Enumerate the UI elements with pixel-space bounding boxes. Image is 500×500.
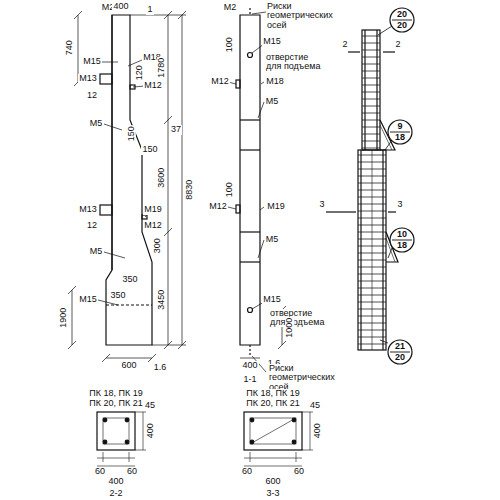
drawing-label: M5 [265,235,280,244]
drawing-label: 8830 [185,179,194,201]
callout-number: 9 [387,122,413,131]
drawing-label: M15 [262,37,282,46]
drawing-label: M15 [78,295,98,304]
drawing-label: ПК 20, ПК 21 [88,399,143,408]
drawing-label: M13 [78,205,98,214]
drawing-label: 3 [396,200,403,209]
callout-circle: 2120 [387,339,413,365]
drawing-label: 60 [94,467,106,476]
drawing-label: M12 [143,221,163,230]
callout-number: 10 [389,230,415,239]
drawing-label: M2 [223,3,238,12]
drawing-label: ПК 18, ПК 19 [88,389,143,398]
drawing-label: отверстие для подъема [265,53,323,72]
drawing-label: 2 [341,40,348,49]
drawing-label: 45 [144,401,156,410]
drawing-label: ПК 20, ПК 21 [245,399,300,408]
drawing-label: 1.6 [153,363,168,372]
drawing-label: M15 [82,57,102,66]
drawing-label: 60 [126,467,138,476]
drawing-label: M13 [78,74,98,83]
drawing-label: 300 [153,237,162,254]
callout-circle: 2020 [389,7,415,33]
embedded-plate [100,74,112,84]
drawing-label: 400 [112,2,129,11]
drawing-label: 740 [65,39,74,56]
callout-circle: 1018 [389,227,415,253]
drawing-label: 45 [309,401,321,410]
drawing-label: 3-3 [265,489,280,498]
column-side-view [240,15,260,345]
drawing-label: M5 [265,97,280,106]
drawing-label: M12 [210,77,230,86]
callout-circle: 918 [387,119,413,145]
drawing-label: Риски геометрических осей [268,364,336,392]
drawing-label: M5 [89,247,104,256]
drawing-label: 37 [170,125,182,134]
section-view [97,412,146,466]
drawing-label: M12 [208,202,228,211]
drawing-label: 100 [225,181,234,198]
drawing-label: 1000 [285,317,294,339]
column-outline [106,15,152,345]
drawing-label: 3450 [157,289,166,311]
drawing-label: ПК 18, ПК 19 [245,389,300,398]
drawing-label: 120 [135,64,144,81]
drawing-label: 1-1 [242,375,257,384]
callout-number: 20 [389,10,415,19]
reinforcement-cage [358,30,398,350]
section-view [244,412,313,466]
drawing-label: 1900 [59,307,68,329]
drawing-label: 600 [120,361,137,370]
drawing-label: 150 [141,145,158,154]
drawing-label: 3600 [157,167,166,189]
drawing-label: 2-2 [108,489,123,498]
drawing-label: 400 [146,422,155,439]
callout-number: 18 [387,133,413,142]
drawing-label: 150 [127,125,136,142]
drawing-label: 350 [121,275,138,284]
drawing-label: отверстие для подъема [269,309,327,328]
drawing-label: 400 [241,361,258,370]
embedded-plate [100,205,112,215]
callout-number: 20 [389,21,415,30]
drawing-label: M19 [266,202,286,211]
drawing-label: 60 [293,467,305,476]
dimension-line [68,7,286,372]
drawing-label: Риски геометрических осей [266,2,334,30]
drawing-label: M19 [143,205,163,214]
drawing-label: 3 [318,200,325,209]
drawing-label: 100 [225,36,234,53]
drawing-label: 2 [394,40,401,49]
drawing-label: 400 [107,477,124,486]
callout-number: 20 [387,353,413,362]
drawing-label: M15 [262,295,282,304]
drawing-label: 600 [264,477,281,486]
drawing-label: M5 [89,119,104,128]
drawing-label: M12 [143,81,163,90]
drawing-label: 1780 [157,57,166,79]
drawing-label: 350 [109,291,126,300]
drawing-label: 12 [86,91,98,100]
callout-number: 18 [389,241,415,250]
drawing-label: 12 [86,221,98,230]
callout-number: 21 [387,342,413,351]
drawing-label: M18 [265,77,285,86]
drawing-label: 400 [313,422,322,439]
drawing-label: 60 [241,467,253,476]
drawing-label: 1 [146,5,153,14]
